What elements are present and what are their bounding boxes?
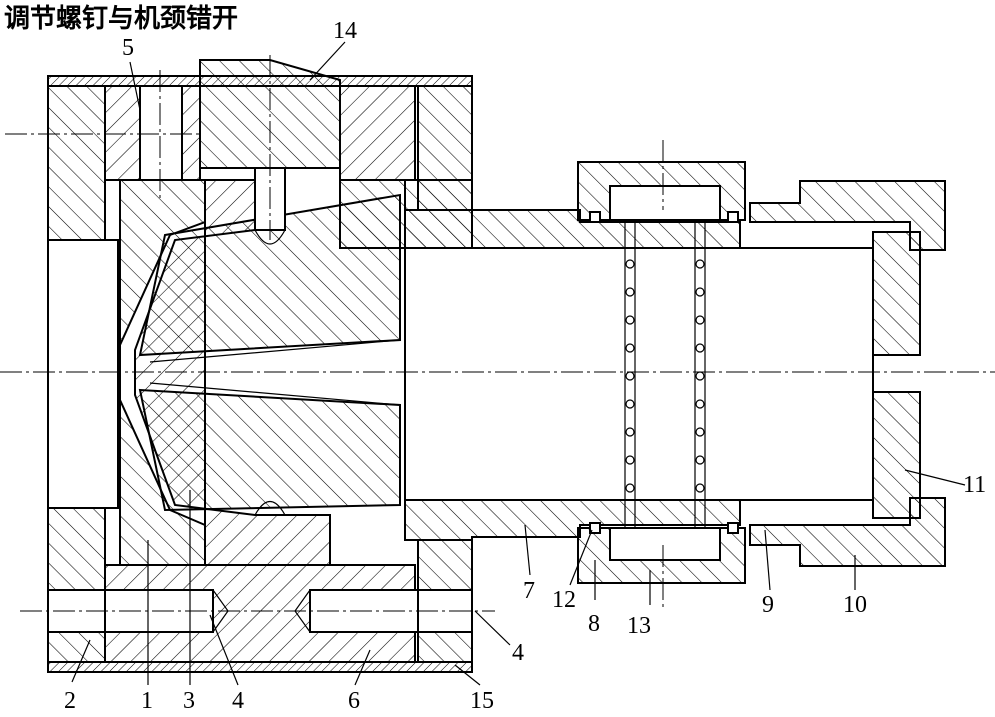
- heater-ring-bottom-slot: [609, 527, 721, 561]
- clamp-screw-tip: [254, 229, 286, 245]
- adjusting-screw-hole: [139, 85, 183, 181]
- label-4-left: 4: [232, 688, 244, 714]
- label-4-right: 4: [512, 640, 524, 666]
- body-bore: [47, 239, 119, 509]
- label-11: 11: [963, 472, 986, 498]
- seal-bottom-left: [589, 522, 601, 534]
- thread-dots-left: [625, 259, 635, 493]
- mandrel-lower: [138, 388, 401, 512]
- leader-lines: [71, 41, 966, 686]
- lower-screw-tip: [254, 500, 286, 516]
- label-9: 9: [762, 592, 774, 618]
- heater-ring-top-slot: [609, 185, 721, 221]
- label-1: 1: [141, 688, 153, 714]
- seal-top-left: [589, 211, 601, 223]
- body-left-lower: [47, 507, 106, 663]
- heater-band-bottom: [47, 661, 473, 673]
- label-8: 8: [588, 611, 600, 637]
- label-7: 7: [523, 578, 535, 604]
- breaker-plate-top: [872, 231, 921, 356]
- label-2: 2: [64, 688, 76, 714]
- label-3: 3: [183, 688, 195, 714]
- thread-dots-right: [695, 259, 705, 493]
- label-5: 5: [122, 35, 134, 61]
- diagram-title: 调节螺钉与机颈错开: [4, 4, 238, 34]
- body-left-upper: [47, 85, 106, 241]
- neck-upper-block: [339, 179, 406, 249]
- cone-lines: [149, 339, 401, 406]
- label-6: 6: [348, 688, 360, 714]
- breaker-plate-bottom: [872, 391, 921, 519]
- label-12: 12: [552, 587, 576, 613]
- label-13: 13: [627, 613, 651, 639]
- seal-top-right: [727, 211, 739, 223]
- label-15: 15: [470, 688, 494, 714]
- top-body-right: [339, 85, 416, 181]
- nut-top: [749, 180, 946, 251]
- barrel-bore: [404, 247, 874, 501]
- label-10: 10: [843, 592, 867, 618]
- seal-bottom-right: [727, 522, 739, 534]
- label-14: 14: [333, 18, 357, 44]
